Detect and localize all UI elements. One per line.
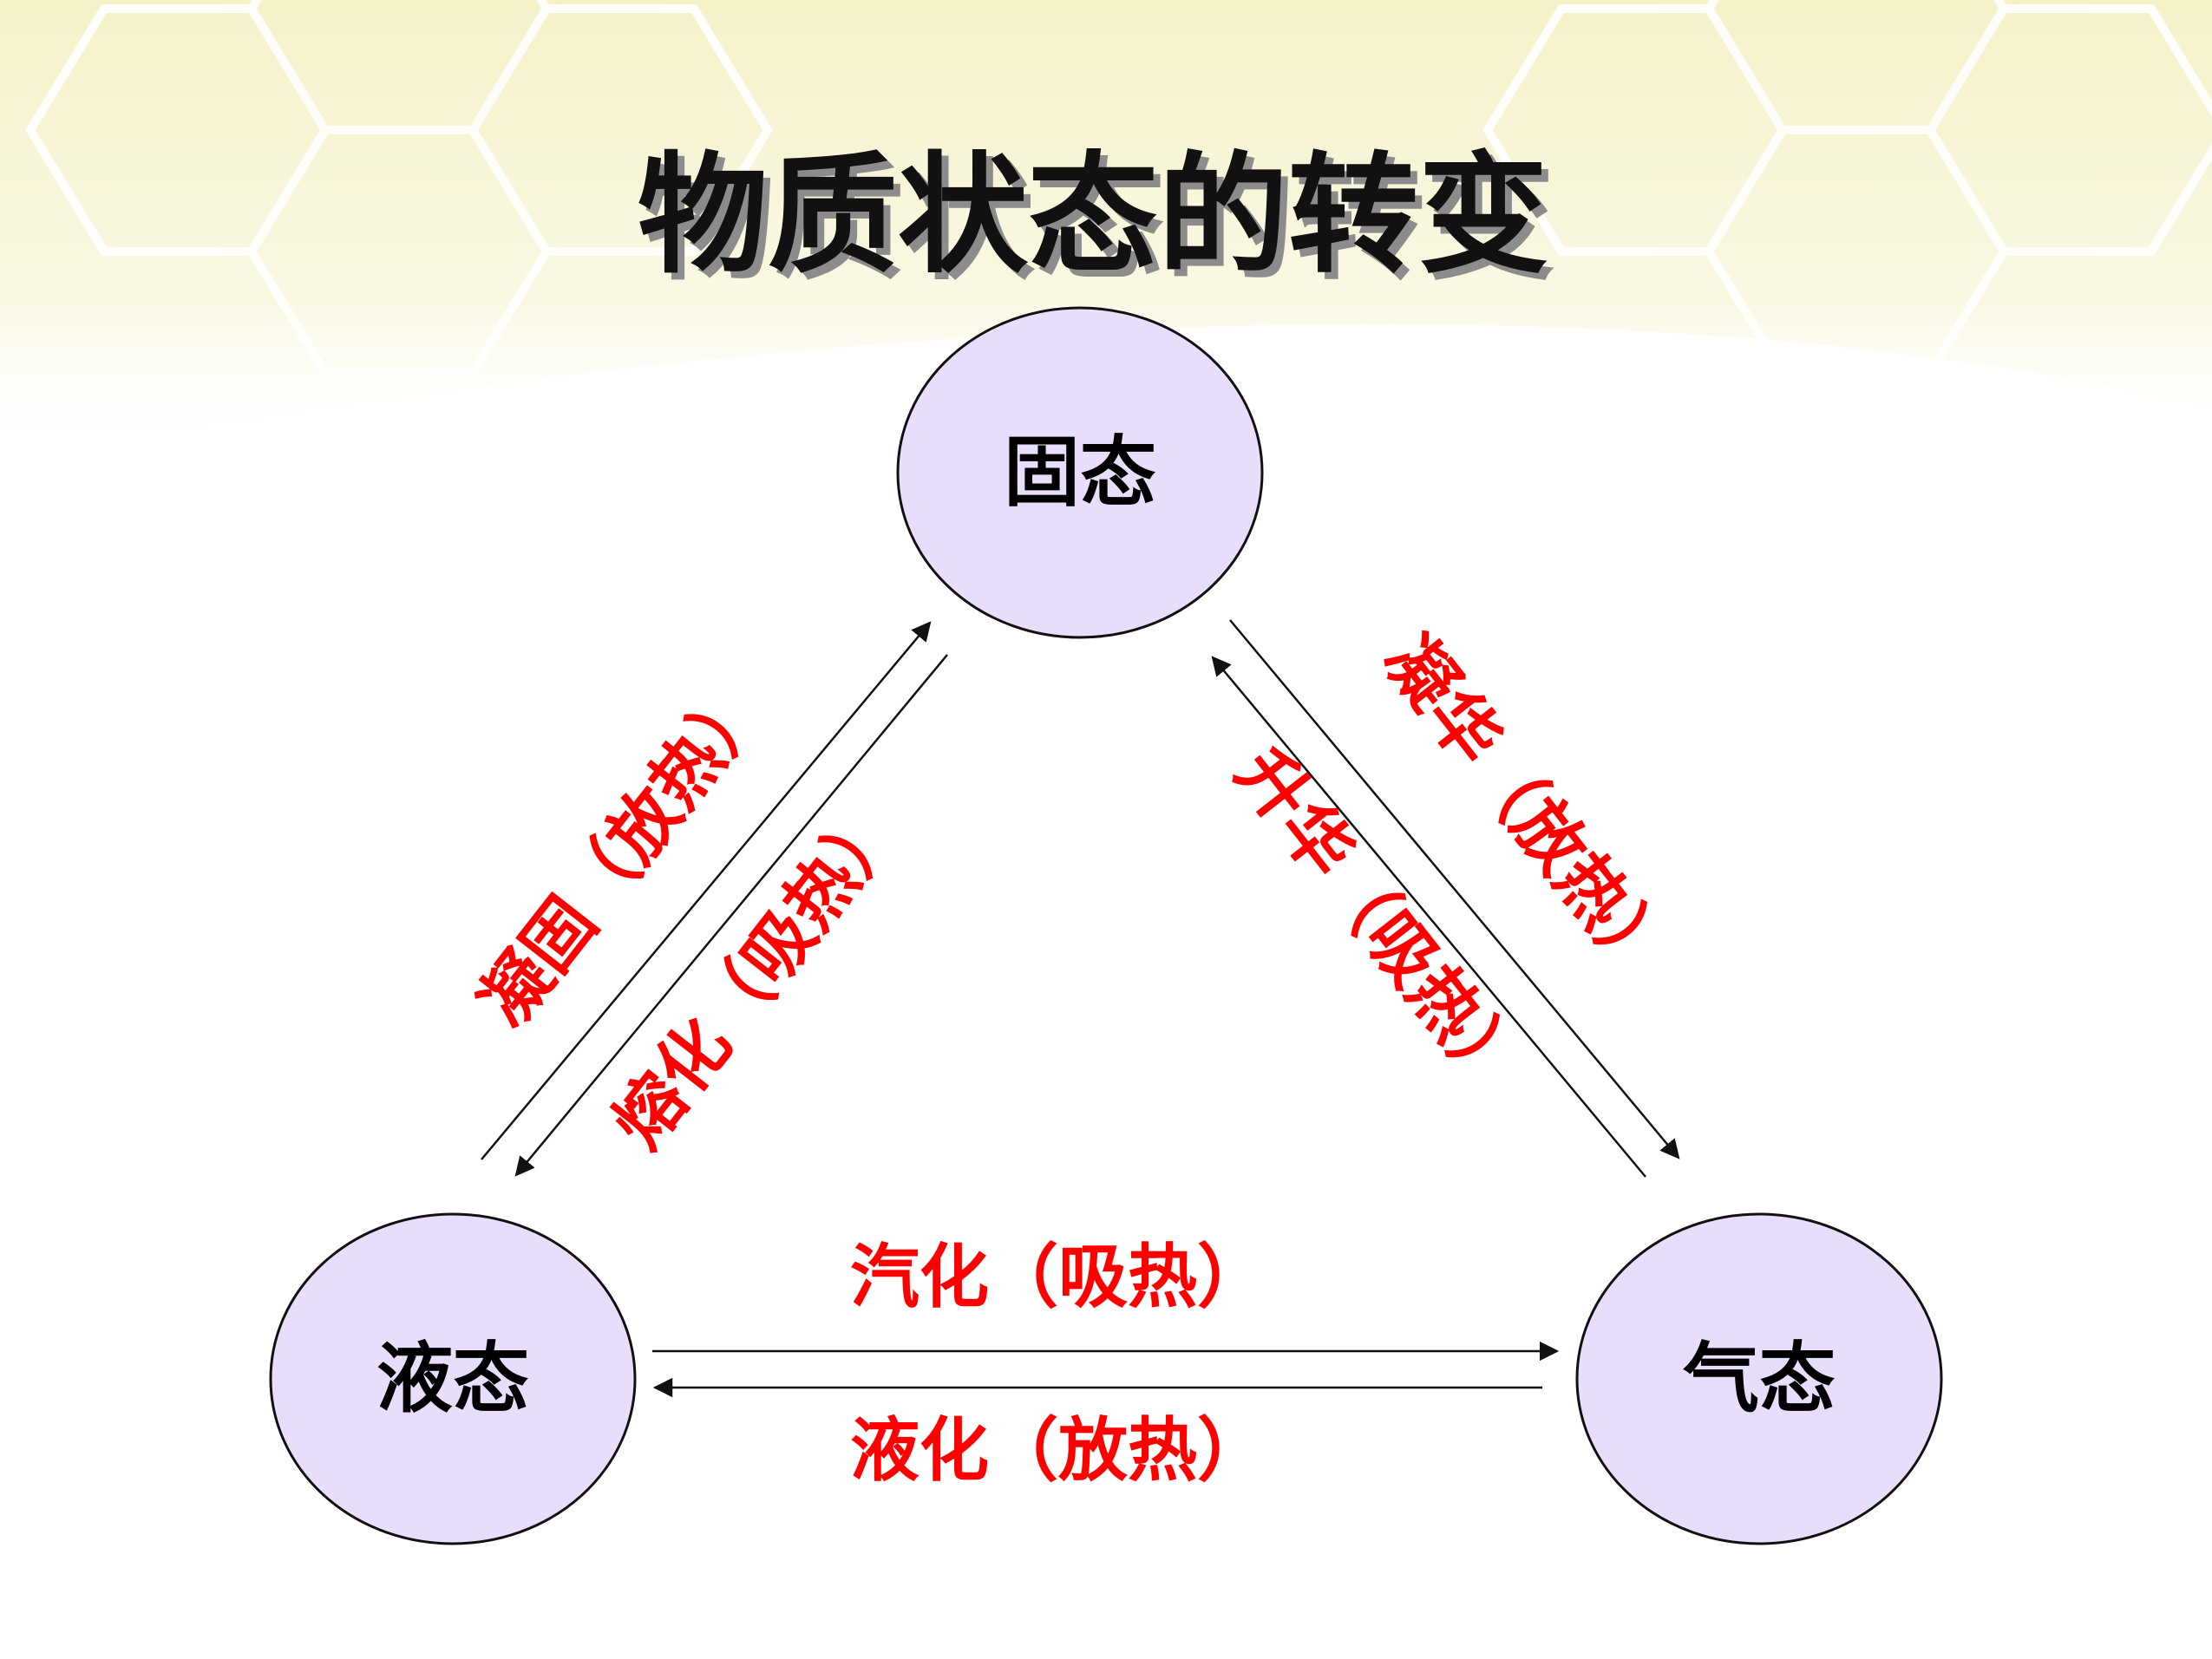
label-gas-to-liquid: 液化（放热）: [850, 1409, 1266, 1491]
node-solid: 固态: [896, 306, 1264, 639]
node-solid-label: 固态: [1004, 427, 1156, 517]
arrow-liquid-to-solid: [481, 621, 932, 1160]
arrow-gas-to-solid: [1211, 656, 1646, 1178]
node-gas-label: 气态: [1683, 1333, 1836, 1423]
hexagon-background: [0, 0, 2212, 460]
node-liquid-label: 液态: [376, 1333, 529, 1423]
page-title: 物质状态的转变: [638, 139, 1548, 291]
label-liquid-to-gas: 汽化（吸热）: [850, 1236, 1266, 1317]
node-liquid: 液态: [269, 1212, 637, 1545]
arrow-solid-to-liquid: [514, 654, 948, 1177]
page-title-shadow: 物质状态的转变: [645, 146, 1555, 298]
arrow-solid-to-gas: [1229, 619, 1680, 1159]
node-gas: 气态: [1575, 1212, 1943, 1545]
